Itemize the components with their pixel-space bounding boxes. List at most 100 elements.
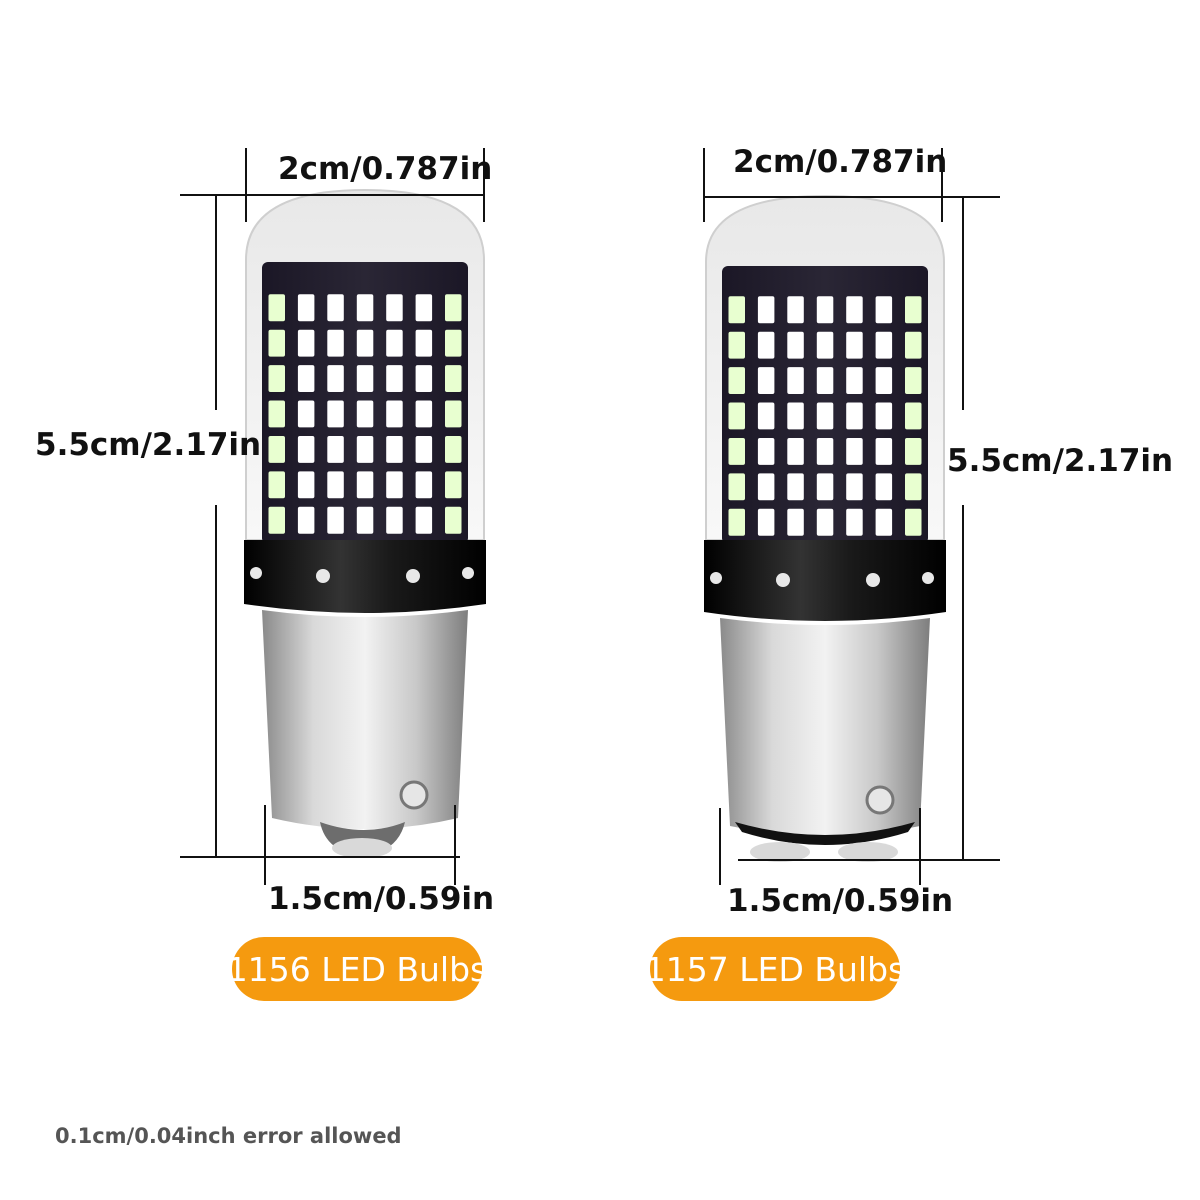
led-chip bbox=[297, 365, 315, 392]
led-chip bbox=[297, 506, 315, 534]
led-chip bbox=[875, 367, 893, 394]
led-chip bbox=[905, 438, 922, 465]
led-chip bbox=[816, 367, 834, 394]
dimension-lines-1156 bbox=[180, 148, 485, 885]
led-chip bbox=[356, 365, 374, 392]
led-chip bbox=[757, 367, 775, 394]
width-label-1157: 2cm/0.787in bbox=[733, 144, 948, 180]
led-chip bbox=[268, 471, 285, 499]
led-chip bbox=[386, 365, 403, 392]
led-chip bbox=[327, 329, 344, 357]
led-chip bbox=[297, 400, 315, 428]
led-chip bbox=[327, 506, 344, 534]
led-chip bbox=[297, 436, 315, 463]
led-chip bbox=[386, 400, 403, 428]
led-chip bbox=[445, 400, 462, 428]
led-chip bbox=[327, 294, 344, 322]
led-chip bbox=[356, 471, 374, 499]
led-chip bbox=[905, 331, 922, 359]
led-chip bbox=[415, 436, 433, 463]
led-chip bbox=[386, 506, 403, 534]
led-chip bbox=[386, 329, 403, 357]
led-chip bbox=[846, 402, 863, 430]
led-chip bbox=[757, 508, 775, 536]
led-chip bbox=[846, 331, 863, 359]
led-chip bbox=[327, 365, 344, 392]
led-chip bbox=[816, 402, 834, 430]
led-chip bbox=[327, 436, 344, 463]
led-chip bbox=[816, 296, 834, 324]
led-chip bbox=[445, 436, 462, 463]
led-chip bbox=[415, 400, 433, 428]
led-chip bbox=[846, 367, 863, 394]
led-chip bbox=[905, 367, 922, 394]
product-badge-1157: 1157 LED Bulbs bbox=[645, 937, 905, 1001]
led-chip bbox=[875, 331, 893, 359]
led-chip bbox=[816, 438, 834, 465]
led-chip bbox=[905, 402, 922, 430]
led-chip bbox=[445, 506, 462, 534]
led-chip bbox=[816, 473, 834, 501]
led-chip bbox=[268, 400, 285, 428]
height-label-1157: 5.5cm/2.17in bbox=[947, 443, 1174, 479]
dimension-lines-1157 bbox=[703, 148, 1000, 885]
bulb-1157-icon bbox=[704, 194, 946, 862]
led-chip bbox=[905, 508, 922, 536]
width-label-1156: 2cm/0.787in bbox=[278, 151, 493, 187]
led-chip bbox=[415, 329, 433, 357]
led-chip bbox=[445, 365, 462, 392]
led-chip bbox=[415, 365, 433, 392]
led-chip bbox=[386, 436, 403, 463]
led-chip bbox=[268, 329, 285, 357]
led-chip bbox=[846, 508, 863, 536]
led-chip bbox=[846, 438, 863, 465]
led-chip bbox=[787, 296, 804, 324]
product-badge-1156: 1156 LED Bulbs bbox=[227, 937, 487, 1001]
led-chip bbox=[386, 294, 403, 322]
led-chip bbox=[268, 506, 285, 534]
height-label-1156: 5.5cm/2.17in bbox=[35, 427, 262, 463]
led-chip bbox=[445, 471, 462, 499]
led-chip bbox=[905, 473, 922, 501]
led-chip bbox=[356, 436, 374, 463]
led-chip bbox=[268, 294, 285, 322]
led-chip bbox=[297, 471, 315, 499]
bulb-1156-icon bbox=[244, 188, 486, 858]
led-chip bbox=[728, 473, 745, 501]
led-chip bbox=[846, 473, 863, 501]
led-chip bbox=[757, 473, 775, 501]
led-chip bbox=[816, 331, 834, 359]
led-chip bbox=[905, 296, 922, 324]
led-chip bbox=[787, 438, 804, 465]
led-chip bbox=[415, 294, 433, 322]
led-chip bbox=[728, 508, 745, 536]
led-chip bbox=[268, 365, 285, 392]
led-chip bbox=[445, 294, 462, 322]
led-chip bbox=[415, 471, 433, 499]
led-chip bbox=[386, 471, 403, 499]
led-chip bbox=[875, 508, 893, 536]
led-chip bbox=[297, 294, 315, 322]
led-chip bbox=[356, 506, 374, 534]
tolerance-note: 0.1cm/0.04inch error allowed bbox=[55, 1124, 402, 1148]
led-chip bbox=[787, 508, 804, 536]
led-chip bbox=[356, 400, 374, 428]
base-label-1157: 1.5cm/0.59in bbox=[727, 883, 954, 919]
led-chip bbox=[728, 331, 745, 359]
led-array bbox=[728, 296, 922, 536]
led-chip bbox=[728, 438, 745, 465]
led-chip bbox=[757, 438, 775, 465]
led-chip bbox=[875, 438, 893, 465]
led-chip bbox=[787, 331, 804, 359]
led-chip bbox=[875, 402, 893, 430]
led-chip bbox=[757, 296, 775, 324]
led-chip bbox=[327, 400, 344, 428]
base-label-1156: 1.5cm/0.59in bbox=[268, 881, 495, 917]
led-chip bbox=[445, 329, 462, 357]
led-chip bbox=[787, 402, 804, 430]
led-chip bbox=[327, 471, 344, 499]
led-chip bbox=[757, 402, 775, 430]
led-chip bbox=[787, 367, 804, 394]
